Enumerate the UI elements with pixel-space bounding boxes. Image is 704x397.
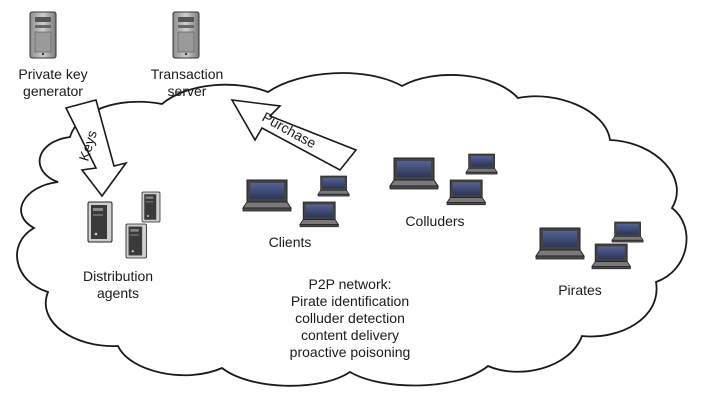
client-laptop-icon [317, 175, 350, 197]
pirate-laptop-icon [535, 227, 585, 260]
pirates-label: Pirates [558, 282, 602, 298]
keys-arrow [64, 99, 128, 198]
transaction-server-icon [172, 11, 200, 59]
colluder-laptop-icon [389, 157, 439, 190]
p2p-cloud [16, 72, 688, 387]
distribution-agent-server-icon [125, 223, 147, 259]
distribution-agent-server-icon [141, 191, 161, 223]
purchase-arrow [230, 99, 358, 172]
pirate-laptop-icon [611, 221, 644, 243]
colluder-laptop-icon [446, 179, 486, 206]
private-key-generator-server-icon [29, 11, 57, 59]
private-key-generator-label: Private key generator [18, 66, 88, 99]
clients-label: Clients [268, 234, 312, 250]
colluders-label: Colluders [405, 213, 465, 229]
distribution-agents-label: Distribution agents [82, 268, 154, 301]
transaction-server-label: Transaction server [150, 66, 224, 99]
pirate-laptop-icon [591, 243, 631, 270]
distribution-agent-server-icon [87, 201, 113, 243]
colluder-laptop-icon [465, 153, 498, 175]
network-functions-label: P2P network: Pirate identification collu… [289, 276, 411, 360]
client-laptop-icon [299, 201, 339, 228]
client-laptop-icon [242, 179, 292, 212]
